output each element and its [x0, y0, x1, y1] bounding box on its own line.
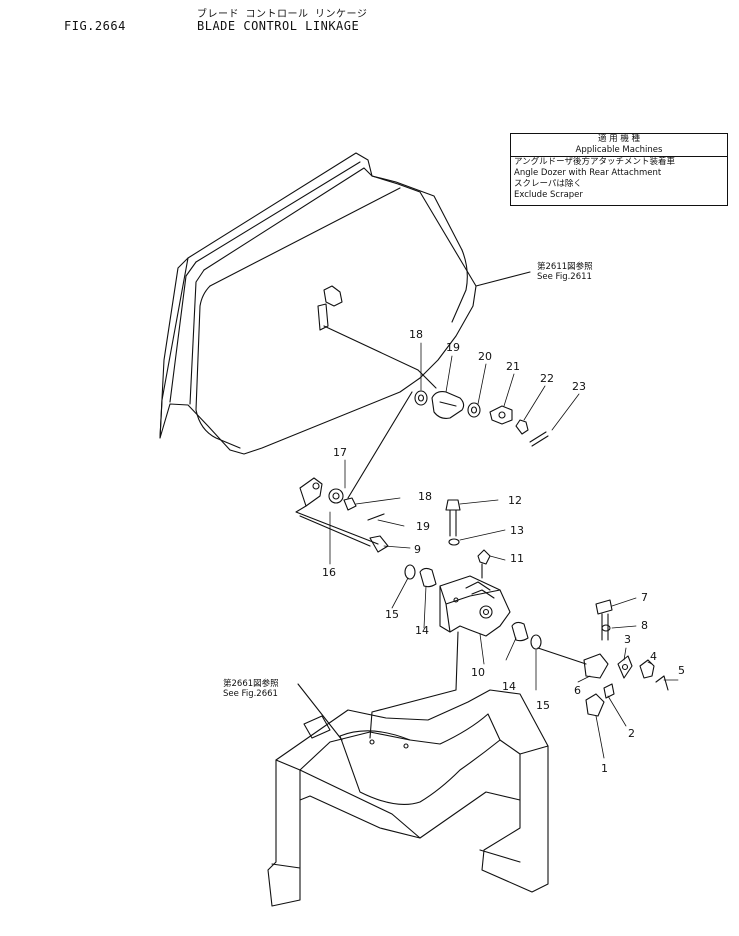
- callout-12: 12: [508, 494, 522, 507]
- reference-bottom: 第2661図参照 See Fig.2661: [223, 679, 279, 699]
- applicable-machines-box: 適 用 機 種 Applicable Machines アングルドーザ後方アタッ…: [510, 133, 728, 206]
- callout-3: 3: [624, 633, 631, 646]
- callout-25: 23: [572, 380, 586, 393]
- callout-20: 18: [409, 328, 423, 341]
- callout-15-left: 15: [385, 608, 399, 621]
- leader-lines: [329, 342, 679, 759]
- applicable-line1-jp: アングルドーザ後方アタッチメント装着車: [514, 157, 675, 167]
- applicable-line1-en: Angle Dozer with Rear Attachment: [514, 168, 662, 178]
- callout-22: 20: [478, 350, 492, 363]
- callout-8: 8: [641, 619, 648, 632]
- reference-top-jp: 第2611図参照: [537, 262, 593, 272]
- callout-2: 2: [628, 727, 635, 740]
- callout-13: 13: [510, 524, 524, 537]
- tank-drawing: [159, 152, 531, 455]
- callout-18: 18: [418, 490, 432, 503]
- callout-6: 6: [574, 684, 581, 697]
- applicable-heading-jp: 適 用 機 種: [597, 134, 641, 144]
- callout-11: 11: [510, 552, 524, 565]
- callout-15-right: 15: [536, 699, 550, 712]
- reference-bottom-jp: 第2661図参照: [223, 679, 279, 689]
- upper-hardware: [414, 390, 549, 447]
- applicable-line2-en: Exclude Scraper: [514, 190, 583, 200]
- callout-14-left: 14: [415, 624, 429, 637]
- reference-top: 第2611図参照 See Fig.2611: [537, 262, 593, 282]
- support-frame: [267, 683, 549, 907]
- callout-numbers: 18 19 20 21 22 23 17 18 19 9 16 15 14 10…: [322, 328, 685, 775]
- reference-top-en: See Fig.2611: [537, 272, 592, 282]
- callout-24: 22: [540, 372, 554, 385]
- figure-title: BLADE CONTROL LINKAGE: [197, 19, 360, 33]
- callout-10: 10: [471, 666, 485, 679]
- center-bracket: [369, 564, 542, 739]
- callout-4: 4: [650, 650, 657, 663]
- callout-14-right: 14: [502, 680, 516, 693]
- title-japanese: ブレード コントロール リンケージ: [197, 9, 368, 20]
- callout-5: 5: [678, 664, 685, 677]
- callout-7: 7: [641, 591, 648, 604]
- upper-rod: [323, 325, 437, 499]
- callout-19: 19: [416, 520, 430, 533]
- applicable-line2-jp: スクレーパは除く: [514, 179, 582, 189]
- callout-1: 1: [601, 762, 608, 775]
- callout-21: 19: [446, 341, 460, 354]
- callout-17: 17: [333, 446, 347, 459]
- applicable-heading-en: Applicable Machines: [511, 145, 727, 157]
- callout-16: 16: [322, 566, 336, 579]
- lever-assembly: [295, 477, 389, 553]
- reference-bottom-en: See Fig.2661: [223, 689, 278, 699]
- callout-9: 9: [414, 543, 421, 556]
- right-hardware: [537, 599, 669, 717]
- callout-23: 21: [506, 360, 520, 373]
- bolt-and-fittings: [445, 499, 491, 579]
- figure-number: FIG.2664: [64, 19, 126, 33]
